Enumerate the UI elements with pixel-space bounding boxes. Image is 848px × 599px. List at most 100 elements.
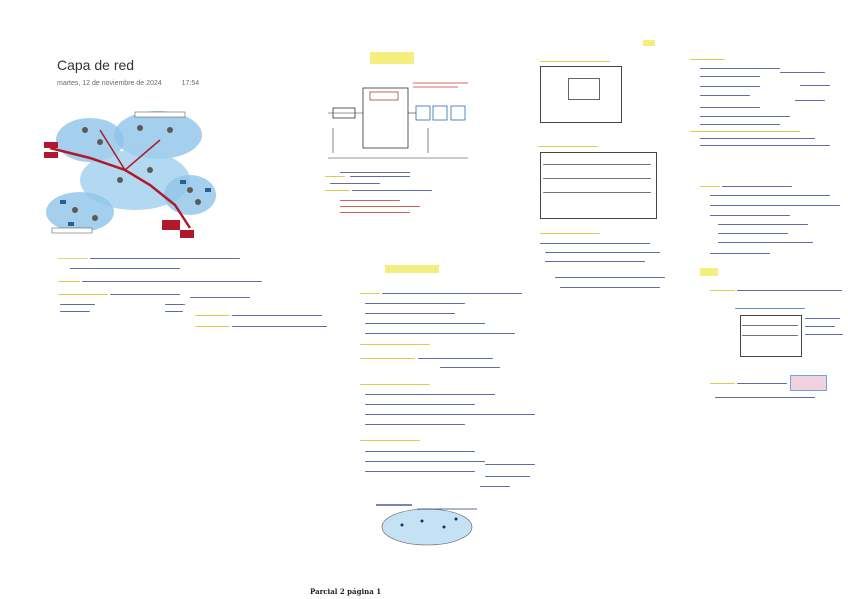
right-mid-note-line xyxy=(555,277,665,279)
mid-note-line xyxy=(360,344,430,346)
mid-note-line xyxy=(325,190,350,192)
mid-note-line xyxy=(340,200,400,202)
right-note-line xyxy=(700,86,760,88)
right-note-line xyxy=(718,224,808,226)
right-note-line xyxy=(780,72,825,74)
page-date: martes, 12 de noviembre de 2024 17:54 xyxy=(57,80,217,87)
right-note-line xyxy=(700,186,720,188)
globe-diagram xyxy=(376,504,477,546)
right-note-line xyxy=(700,76,760,78)
left-note-line xyxy=(110,294,180,296)
mid-note-line xyxy=(365,424,465,426)
right-note-line xyxy=(710,205,840,207)
mid-note-line xyxy=(365,333,515,335)
router-diagram xyxy=(328,82,468,159)
mid-note-line xyxy=(382,293,522,295)
right-mid-note-line xyxy=(540,243,650,245)
mid-note-line xyxy=(360,384,430,386)
left-note-line xyxy=(165,304,185,306)
right-note-line xyxy=(805,326,835,328)
page-footer: Parcial 2 página 1 xyxy=(310,587,382,596)
right-note-line xyxy=(718,242,813,244)
mid-note-line xyxy=(365,404,475,406)
right-note-line xyxy=(710,253,770,255)
right-mid-note-line xyxy=(543,164,651,165)
mid-note-line xyxy=(365,313,455,315)
right-mid-note-line xyxy=(543,192,651,193)
right-note-line xyxy=(710,215,790,217)
left-note-line xyxy=(90,258,240,260)
right-note-line xyxy=(800,85,830,87)
right-note-line xyxy=(805,334,843,336)
right-note-line xyxy=(718,233,788,235)
mid-note-line xyxy=(360,358,415,360)
mid-note-line xyxy=(365,323,485,325)
right-note-line xyxy=(742,335,798,336)
table-box-1b xyxy=(568,78,600,100)
mid-note-line xyxy=(365,461,485,463)
left-note-line xyxy=(232,315,322,317)
mid-note-line xyxy=(360,293,380,295)
network-diagram xyxy=(44,111,216,238)
right-note-line xyxy=(710,290,735,292)
right-corner-mark xyxy=(643,40,655,46)
right-note-line xyxy=(700,68,780,70)
right-note-line xyxy=(700,138,815,140)
mid-note-line xyxy=(350,176,410,178)
mid-note-line xyxy=(340,212,410,214)
right-note-line xyxy=(737,290,842,292)
right-note-line xyxy=(700,116,790,118)
mid-note-line xyxy=(365,451,475,453)
left-note-line xyxy=(190,297,250,299)
mid-note-line xyxy=(340,172,410,174)
left-note-line xyxy=(58,281,80,283)
right-note-line xyxy=(710,383,735,385)
right-note-line xyxy=(737,383,787,385)
mid-note-line xyxy=(360,440,420,442)
left-note-line xyxy=(60,304,95,306)
time-text: 17:54 xyxy=(181,80,200,87)
left-note-line xyxy=(58,258,88,260)
page-title: Capa de red xyxy=(57,57,135,73)
mid-note-line xyxy=(340,206,420,208)
right-mid-note-line xyxy=(540,233,600,235)
right-note-line xyxy=(805,318,840,320)
right-mid-note-line xyxy=(545,261,645,263)
left-note-line xyxy=(165,311,183,313)
mid-note-line xyxy=(485,464,535,466)
right-note-line xyxy=(700,95,750,97)
right-mid-note-line xyxy=(543,178,651,179)
left-note-line xyxy=(60,311,90,313)
left-note-line xyxy=(232,326,327,328)
right-note-line xyxy=(690,131,800,133)
mid-heading xyxy=(370,52,414,64)
mid-section-heading xyxy=(385,265,439,273)
mid-note-line xyxy=(365,471,475,473)
right-note-line xyxy=(690,59,725,61)
mid-note-line xyxy=(365,394,495,396)
right-heading-2 xyxy=(700,268,718,276)
left-note-line xyxy=(195,315,230,317)
right-note-line xyxy=(722,186,792,188)
left-note-line xyxy=(70,268,180,270)
right-mid-note-line xyxy=(545,252,660,254)
right-note-line xyxy=(735,308,805,310)
mid-note-line xyxy=(365,414,535,416)
left-note-line xyxy=(195,326,230,328)
mid-note-line xyxy=(352,190,432,192)
right-mid-note-line xyxy=(560,287,660,289)
mid-note-line xyxy=(440,367,500,369)
right-note-line xyxy=(700,145,830,147)
right-note-line xyxy=(700,107,760,109)
mid-note-line xyxy=(418,358,493,360)
mid-note-line xyxy=(365,303,465,305)
right-note-line xyxy=(715,397,815,399)
mid-note-line xyxy=(325,176,345,178)
left-note-line xyxy=(82,281,262,283)
date-text: martes, 12 de noviembre de 2024 xyxy=(57,80,162,87)
right-mid-note-line xyxy=(540,61,610,63)
mid-note-line xyxy=(485,476,530,478)
right-note-line xyxy=(700,124,780,126)
table-box-2 xyxy=(540,152,657,219)
transition-diagram xyxy=(790,375,827,391)
